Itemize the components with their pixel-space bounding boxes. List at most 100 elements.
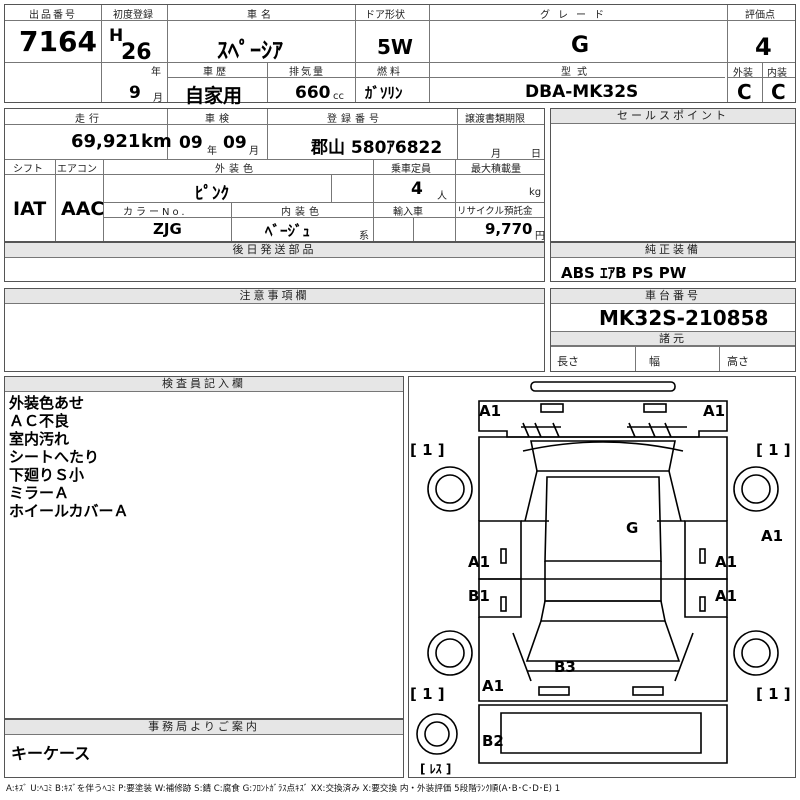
color-number-label: カラーNo. xyxy=(123,207,188,218)
inspector-note: 室内汚れ xyxy=(9,430,70,448)
era: H xyxy=(109,26,124,46)
damage-mark: A1 xyxy=(479,402,501,420)
damage-diagram: A1 A1 [ 1 ] [ 1 ] G A1 A1 A1 B1 A1 B3 A1… xyxy=(408,376,796,778)
chassis-section: 車台番号 MK32S-210858 諸元 長さ 幅 高さ xyxy=(550,288,796,372)
exterior-color-label: 外装色 xyxy=(215,164,257,175)
exterior-label: 外装 xyxy=(733,68,753,79)
vehicle-info-section: 走行 69,921 km 車検 09 年 09 月 登録番号 郡山 580ｱ68… xyxy=(4,108,545,242)
transfer-day-unit: 日 xyxy=(531,149,541,160)
damage-mark: B1 xyxy=(468,587,490,605)
grade-label: グレード xyxy=(540,10,612,21)
damage-mark: A1 xyxy=(703,402,725,420)
damage-mark: B2 xyxy=(482,732,504,750)
mileage-label: 走行 xyxy=(75,114,103,125)
car-name-label: 車名 xyxy=(247,10,275,21)
history-value: 自家用 xyxy=(185,85,243,107)
damage-mark: A1 xyxy=(468,553,490,571)
mileage-unit: km xyxy=(141,131,172,152)
capacity-label: 乗車定員 xyxy=(391,164,431,175)
interior-label: 内装 xyxy=(767,68,787,79)
office-label: 事務局よりご案内 xyxy=(5,720,403,735)
inspector-note: ホイールカバーＡ xyxy=(9,502,129,520)
month-unit: 月 xyxy=(153,93,163,104)
damage-mark: A1 xyxy=(761,527,783,545)
damage-mark: [ ﾚｽ ] xyxy=(420,762,451,776)
damage-mark: G xyxy=(626,519,638,537)
inspector-note: 下廻りＳ小 xyxy=(9,466,85,484)
exterior-color-value: ﾋﾟﾝｸ xyxy=(195,184,229,204)
lot-number: 7164 xyxy=(19,25,97,58)
equipment-label: 純正装備 xyxy=(551,243,795,258)
reg-number-label: 登録番号 xyxy=(327,114,383,125)
door-label: ドア形状 xyxy=(365,10,405,21)
length-label: 長さ xyxy=(557,355,579,368)
damage-mark: [ 1 ] xyxy=(410,685,445,703)
damage-mark: A1 xyxy=(482,677,504,695)
damage-mark: A1 xyxy=(715,553,737,571)
exterior-value: C xyxy=(737,80,752,104)
capacity-unit: 人 xyxy=(437,191,447,202)
reg-number-value: 郡山 580ｱ6822 xyxy=(311,138,443,158)
car-name: ｽﾍﾟｰｼｱ xyxy=(217,39,284,64)
damage-mark: [ 1 ] xyxy=(756,685,791,703)
office-section: 事務局よりご案内 キーケース xyxy=(4,719,404,778)
reg-month: 9 xyxy=(129,83,141,103)
specs-label: 諸元 xyxy=(551,331,795,346)
ac-label: エアコン xyxy=(57,164,97,175)
max-load-unit: kg xyxy=(529,187,542,198)
damage-mark: B3 xyxy=(554,658,576,676)
door-value: 5W xyxy=(377,35,413,59)
height-label: 高さ xyxy=(727,355,749,368)
damage-mark: A1 xyxy=(715,587,737,605)
chassis-value: MK32S-210858 xyxy=(599,306,769,330)
transfer-deadline-label: 譲渡書類期限 xyxy=(465,114,525,125)
transfer-month-unit: 月 xyxy=(491,149,501,160)
interior-color-value: ﾍﾞｰｼﾞｭ xyxy=(265,222,311,240)
displacement-value: 660 xyxy=(295,83,331,103)
shift-value: IAT xyxy=(13,198,47,220)
import-label: 輸入車 xyxy=(393,207,423,218)
notes-section: 注意事項欄 xyxy=(4,288,545,372)
score-value: 4 xyxy=(755,33,772,61)
inspector-note: ミラーＡ xyxy=(9,484,70,502)
damage-mark: [ 1 ] xyxy=(410,441,445,459)
model-value: DBA-MK32S xyxy=(525,82,639,102)
notes-label: 注意事項欄 xyxy=(5,289,544,304)
model-label: 型式 xyxy=(561,67,593,78)
inspection-year: 09 xyxy=(179,133,203,153)
inspection-year-unit: 年 xyxy=(207,146,217,157)
inspector-note: シートへたり xyxy=(9,448,100,466)
max-load-label: 最大積載量 xyxy=(471,164,521,175)
reg-year: 26 xyxy=(121,40,152,65)
selling-points-section: セールスポイント xyxy=(550,108,796,242)
header-section: 出品番号 7164 初度登録 H 26 年 9 月 車名 ｽﾍﾟｰｼｱ ドア形状… xyxy=(4,4,796,107)
grade-value: G xyxy=(571,33,590,58)
recycle-unit: 円 xyxy=(535,231,545,242)
history-label: 車歴 xyxy=(203,67,229,78)
legend: A:ｷｽﾞ U:ﾍｺﾐ B:ｷｽﾞを伴うﾍｺﾐ P:要塗装 W:補修跡 S:錆 … xyxy=(6,784,561,794)
car-diagram-svg: A1 A1 [ 1 ] [ 1 ] G A1 A1 A1 B1 A1 B3 A1… xyxy=(410,381,791,776)
recycle-value: 9,770 xyxy=(485,220,533,238)
fuel-label: 燃料 xyxy=(377,67,403,78)
inspector-section: 検査員記入欄 外装色あせ ＡＣ不良 室内汚れ シートへたり 下廻りＳ小 ミラーＡ… xyxy=(4,376,404,719)
chassis-label: 車台番号 xyxy=(551,289,795,304)
later-parts-label: 後日発送部品 xyxy=(5,243,544,258)
mileage-value: 69,921 xyxy=(71,131,141,152)
equipment-value: ABS ｴｱB PS PW xyxy=(561,264,687,282)
inspector-label: 検査員記入欄 xyxy=(5,377,403,392)
inspection-label: 車検 xyxy=(205,114,233,125)
displacement-label: 排気量 xyxy=(289,67,325,78)
width-label: 幅 xyxy=(649,355,660,368)
color-number-value: ZJG xyxy=(153,220,182,238)
interior-value: C xyxy=(771,80,786,104)
year-unit: 年 xyxy=(151,67,161,78)
shift-label: シフト xyxy=(13,164,43,175)
interior-color-label: 内装色 xyxy=(281,207,323,218)
capacity-value: 4 xyxy=(411,179,423,199)
inspector-note: ＡＣ不良 xyxy=(9,412,70,430)
score-label: 評価点 xyxy=(745,10,775,21)
inspection-month: 09 xyxy=(223,133,247,153)
first-reg-label: 初度登録 xyxy=(113,10,153,21)
later-parts-section: 後日発送部品 xyxy=(4,242,545,282)
equipment-section: 純正装備 ABS ｴｱB PS PW xyxy=(550,242,796,282)
